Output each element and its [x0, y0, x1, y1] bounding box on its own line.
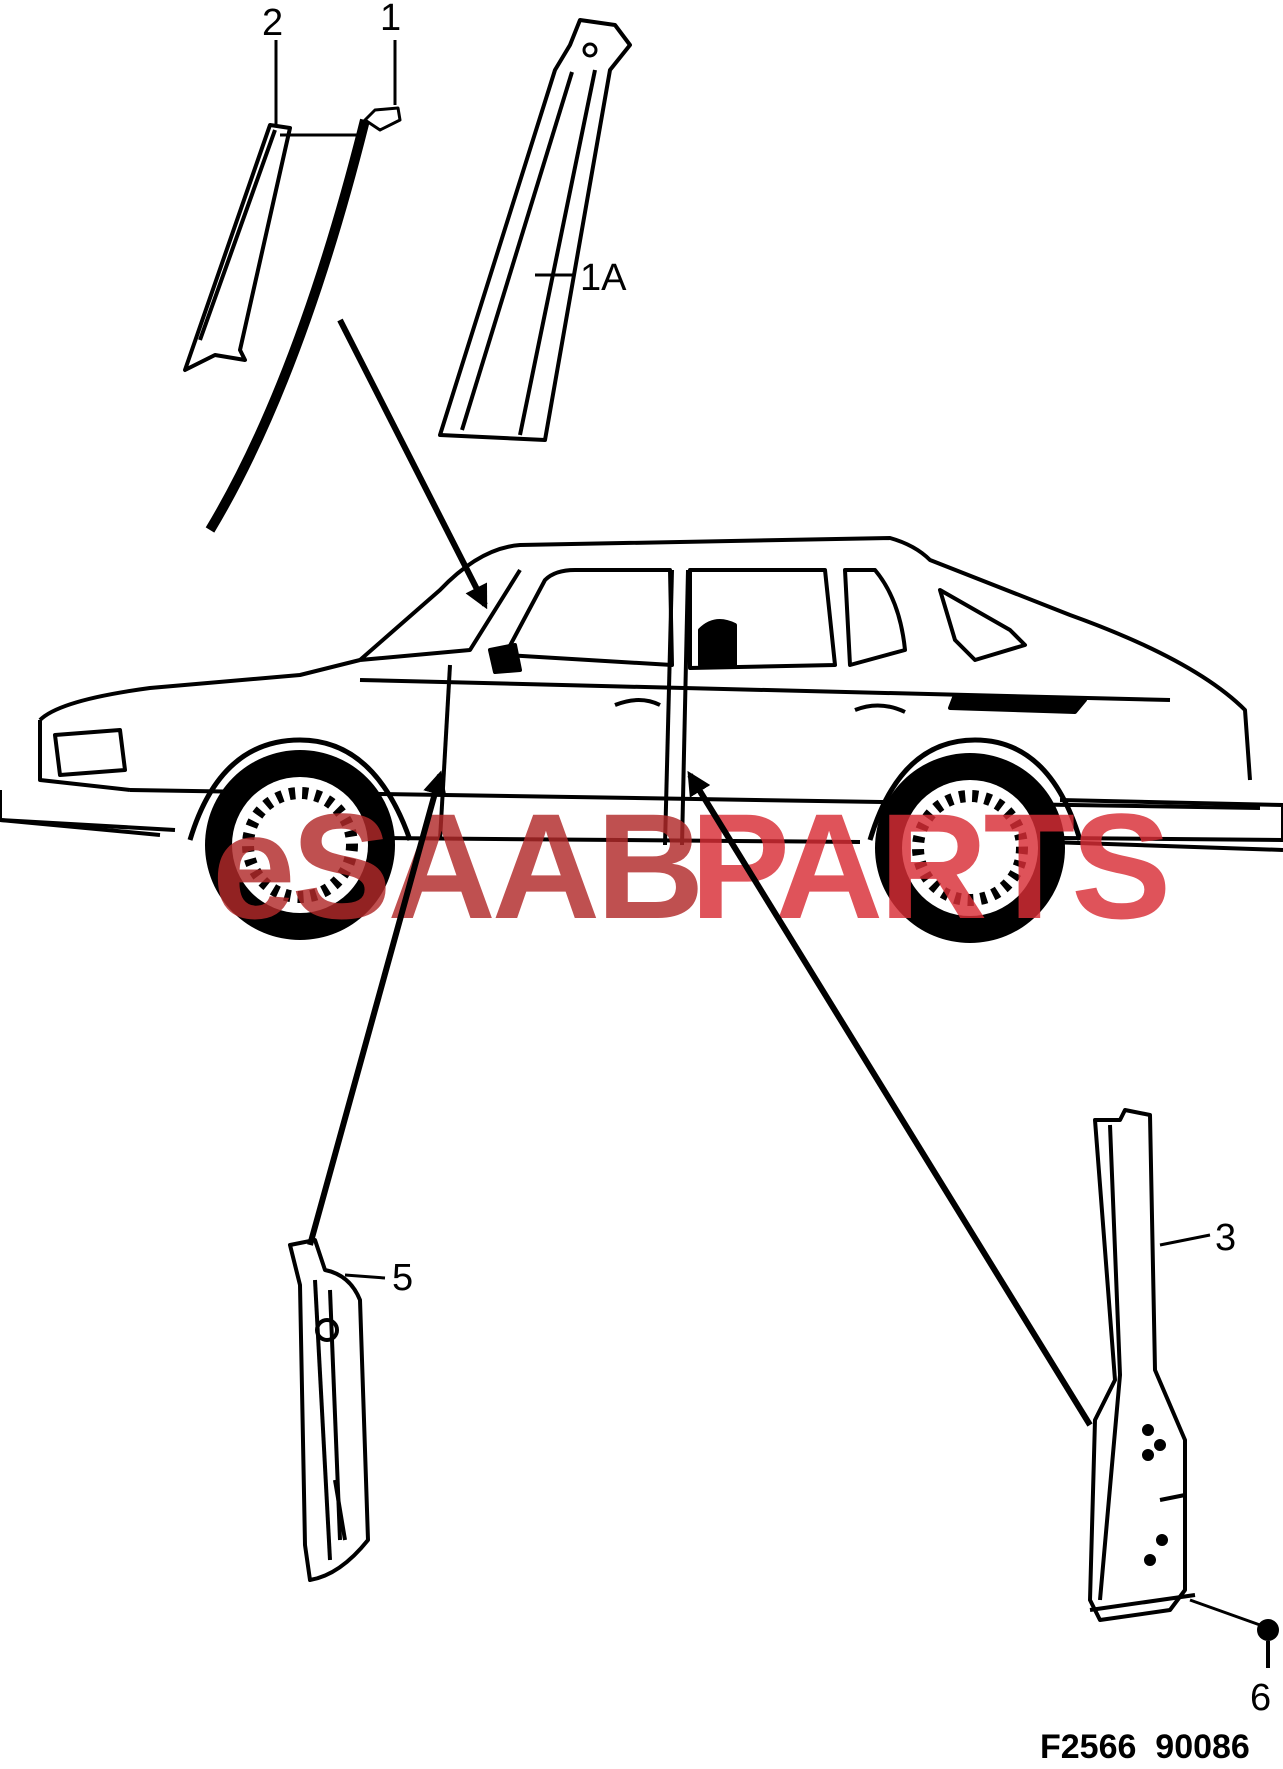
rear-wheel: [867, 737, 1083, 943]
callout-1a: 1A: [580, 257, 627, 299]
figure-code: F2566 90086: [1040, 1728, 1250, 1766]
arrow-part-3-to-car: [687, 770, 1093, 1427]
part-1-seal-strip: [205, 106, 402, 533]
watermark-esaab: eSAAB: [212, 782, 700, 950]
callout-2: 2: [262, 2, 283, 44]
callout-3: 3: [1215, 1217, 1236, 1259]
arrow-part-5-to-car: [307, 770, 447, 1246]
part-2-strip: [183, 123, 292, 372]
arrow-part-1-to-car: [337, 318, 488, 610]
part-6-plug: [1257, 1619, 1279, 1668]
watermark-parts: PARTS: [690, 782, 1167, 950]
watermark: eSAAB PARTS: [212, 782, 1171, 950]
part-3-b-pillar: [1088, 1108, 1196, 1622]
callout-6: 6: [1250, 1677, 1271, 1719]
callout-1: 1: [380, 0, 401, 39]
part-5-door-pillar: [288, 1238, 370, 1582]
callout-5: 5: [392, 1257, 413, 1299]
callout-leaders: [274, 40, 1261, 1627]
part-1a-pillar-trim: [438, 18, 632, 442]
leader-arrows: [307, 318, 1093, 1427]
front-wheel: [187, 737, 413, 940]
